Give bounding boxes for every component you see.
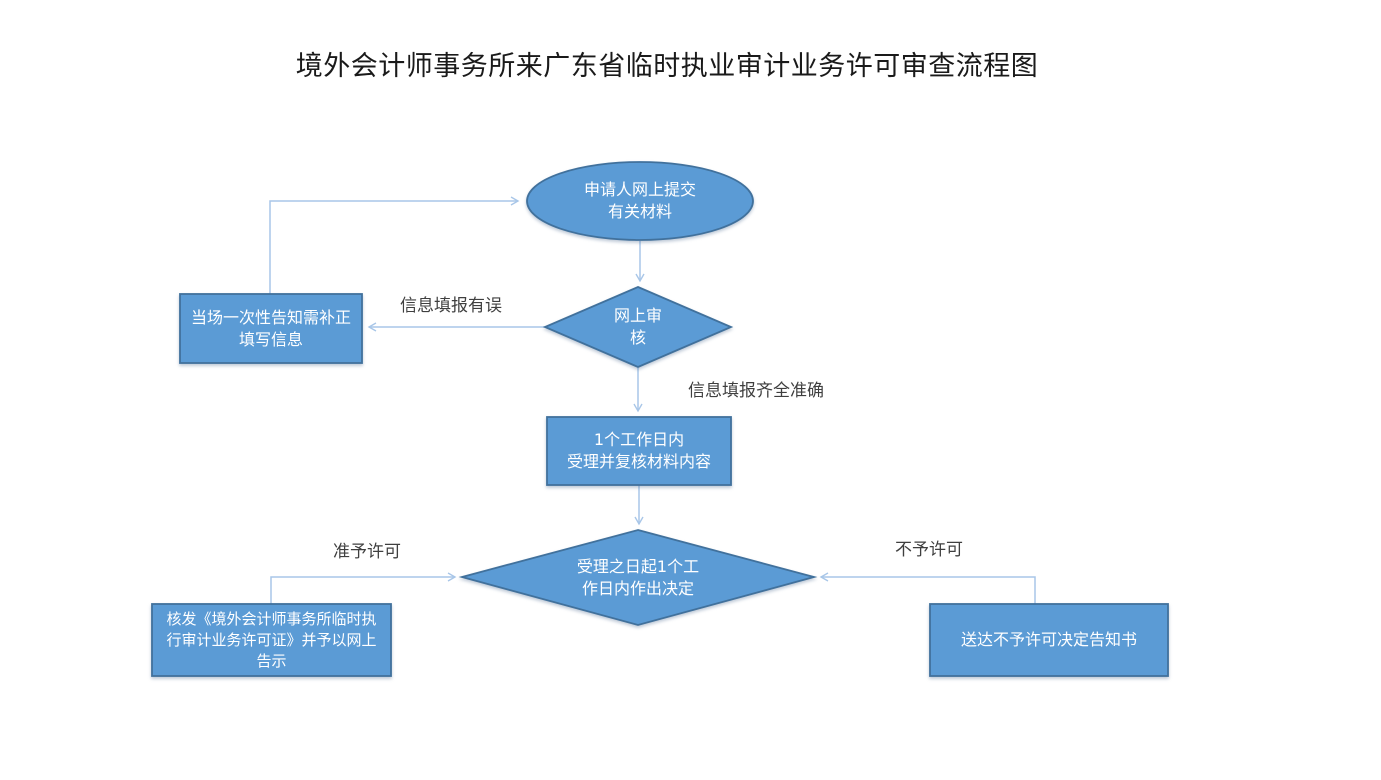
decision-diamond (458, 529, 818, 626)
edge-issue-to-decision (270, 577, 455, 604)
start-ellipse (526, 161, 754, 241)
deliver-notice-rect (929, 603, 1169, 677)
edge-deliver-to-decision (821, 577, 1036, 604)
online-review-diamond (542, 286, 734, 368)
issue-license-rect (151, 603, 392, 677)
edge-correction-to-start (269, 201, 518, 294)
accept-review-rect (546, 416, 732, 486)
notify-correction-rect (179, 293, 363, 364)
diagram-title: 境外会计师事务所来广东省临时执业审计业务许可审查流程图 (295, 51, 1039, 82)
